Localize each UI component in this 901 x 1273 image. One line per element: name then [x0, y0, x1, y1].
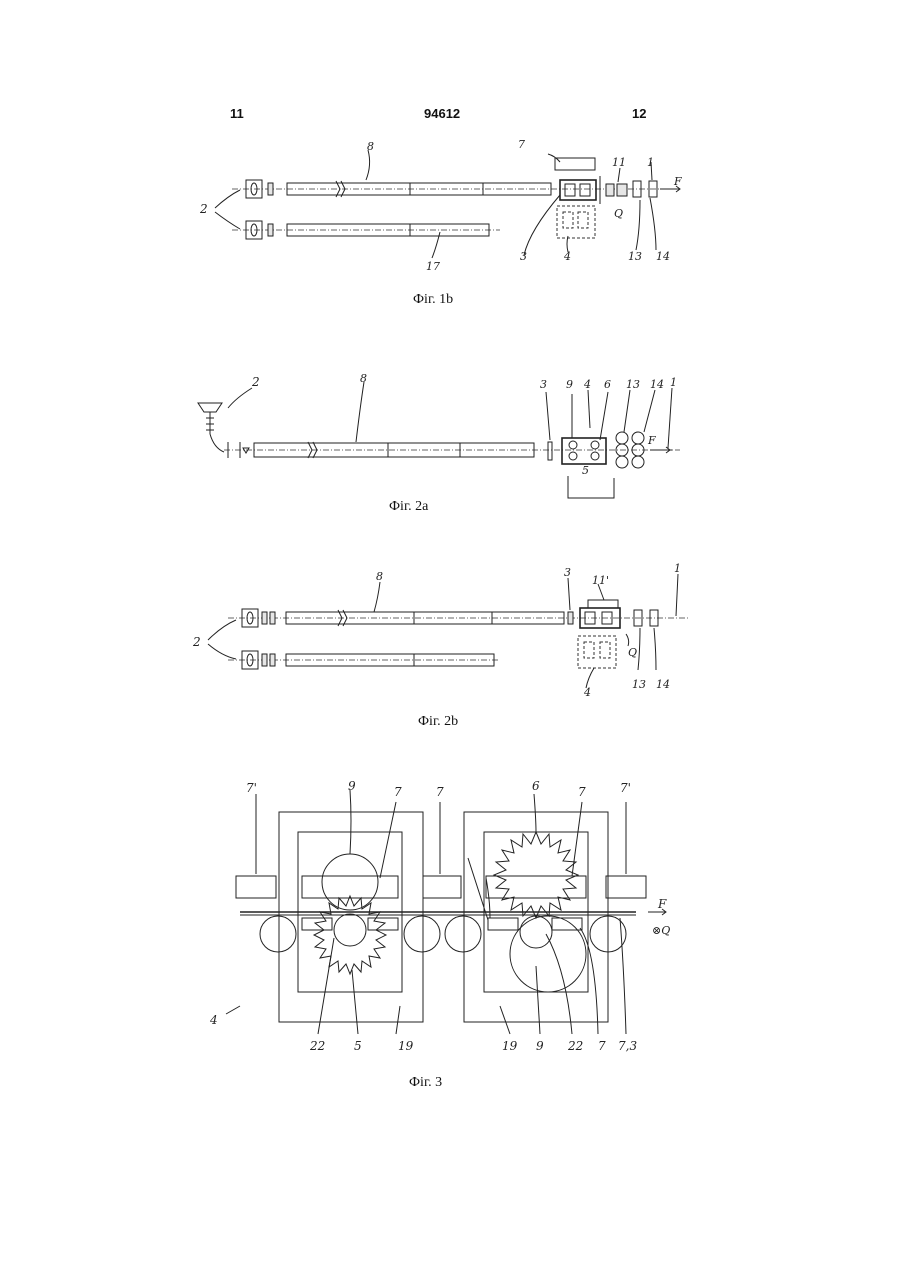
fig3-label-q-into-page: ⊗Q	[652, 924, 670, 937]
fig3-label-4: 4	[209, 1013, 218, 1027]
fig1b-label-8: 8	[367, 140, 374, 153]
fig3-label-f: F	[657, 897, 667, 911]
figure-2b-drawing: 8 3 11' 1 2 Q 4 13 14	[0, 560, 901, 700]
fig3-label-7-d: 7	[598, 1039, 606, 1053]
fig2b-label-11-prime: 11'	[592, 574, 609, 587]
fig2a-label-3: 3	[540, 378, 547, 391]
page-number-right: 12	[632, 106, 646, 121]
fig3-label-19-right: 19	[502, 1039, 518, 1053]
fig2b-label-2: 2	[192, 635, 201, 649]
fig3-label-22-left: 22	[309, 1039, 325, 1053]
fig1b-label-f: F	[673, 175, 682, 188]
figure-2a-caption: Фіг. 2a	[389, 499, 428, 515]
fig1b-label-4: 4	[563, 250, 571, 263]
figure-3-drawing: 7' 9 7 7 6 7 7' F ⊗Q 4 22 5 19 19 9 22 7…	[0, 770, 901, 1070]
fig2a-label-f: F	[647, 434, 656, 447]
fig1b-label-1: 1	[647, 156, 654, 169]
fig2b-label-4: 4	[583, 686, 591, 699]
fig2b-label-13: 13	[632, 678, 646, 691]
fig3-label-7-c: 7	[578, 785, 586, 799]
patent-number: 94612	[424, 106, 460, 121]
fig2b-label-3: 3	[564, 566, 571, 579]
figure-2a-drawing: 2 8 3 9 4 6 13 14 1 F 5	[0, 368, 901, 508]
fig1b-label-3: 3	[520, 250, 527, 263]
page-number-left: 11	[230, 106, 244, 121]
fig3-label-9-top: 9	[348, 779, 356, 793]
fig3-label-9-bottom: 9	[536, 1039, 544, 1053]
fig1b-label-13: 13	[628, 250, 642, 263]
fig1b-label-11: 11	[612, 156, 626, 169]
fig3-label-5: 5	[354, 1039, 362, 1053]
fig3-label-19-left: 19	[398, 1039, 414, 1053]
fig3-label-6: 6	[532, 779, 540, 793]
fig3-label-7-a: 7	[394, 785, 402, 799]
fig3-label-7-prime-left: 7'	[246, 781, 257, 795]
fig2b-label-14: 14	[656, 678, 670, 691]
fig3-label-7-b: 7	[436, 785, 444, 799]
fig1b-label-17: 17	[426, 260, 440, 273]
fig1b-label-7: 7	[518, 138, 525, 151]
fig3-label-7-3: 7,3	[618, 1039, 637, 1053]
fig2a-label-13: 13	[626, 378, 640, 391]
fig2a-label-2: 2	[251, 375, 260, 389]
fig2a-label-14: 14	[650, 378, 664, 391]
fig2a-label-1: 1	[670, 376, 677, 389]
figure-1b-drawing: 8 7 11 1 F Q 2 3 4 17 13 14	[0, 140, 901, 290]
fig2b-label-q: Q	[628, 646, 637, 659]
fig3-label-22-right: 22	[567, 1039, 583, 1053]
fig3-label-7-prime-right: 7'	[620, 781, 631, 795]
figure-2b-caption: Фіг. 2b	[418, 714, 458, 730]
fig2a-label-4: 4	[583, 378, 591, 391]
fig2a-label-8: 8	[360, 372, 367, 385]
fig1b-label-q: Q	[614, 207, 623, 220]
fig2a-label-6: 6	[604, 378, 611, 391]
fig2b-label-1: 1	[674, 562, 681, 575]
fig2b-label-8: 8	[376, 570, 383, 583]
fig2a-label-9: 9	[566, 378, 573, 391]
figure-3-caption: Фіг. 3	[409, 1075, 442, 1091]
figure-1b-caption: Фіг. 1b	[413, 292, 453, 308]
fig1b-label-14: 14	[656, 250, 670, 263]
fig2a-label-5: 5	[582, 464, 589, 477]
fig1b-label-2: 2	[199, 202, 208, 216]
